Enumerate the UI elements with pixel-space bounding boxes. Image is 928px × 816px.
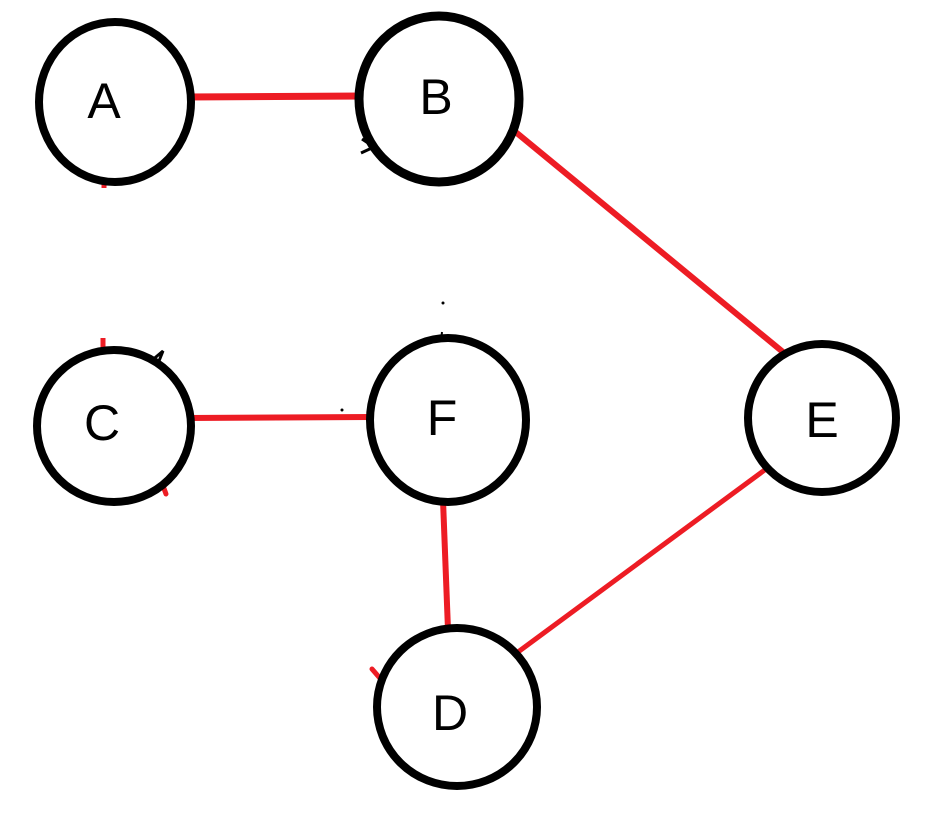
node-circle-A: [35, 18, 195, 186]
edge-F-D: [440, 499, 451, 631]
node-circle-B: [354, 11, 524, 187]
stray-mark-f-left-black-dot: [340, 408, 344, 412]
node-label-A: A: [87, 73, 121, 129]
node-circle-D: [373, 624, 541, 790]
edge-A-B: [185, 92, 364, 101]
node-label-F: F: [427, 390, 458, 446]
node-circle-F: [366, 334, 530, 506]
edge-D-E: [516, 466, 768, 655]
node-circle-E: [744, 340, 900, 496]
node-label-B: B: [419, 69, 452, 125]
node-label-E: E: [805, 392, 838, 448]
edge-C-F: [187, 414, 372, 421]
edge-B-E: [510, 126, 791, 360]
node-label-D: D: [432, 685, 468, 741]
stray-mark-f-top-black-dot: [441, 301, 445, 305]
node-circle-C: [33, 346, 195, 506]
node-label-C: C: [84, 395, 120, 451]
